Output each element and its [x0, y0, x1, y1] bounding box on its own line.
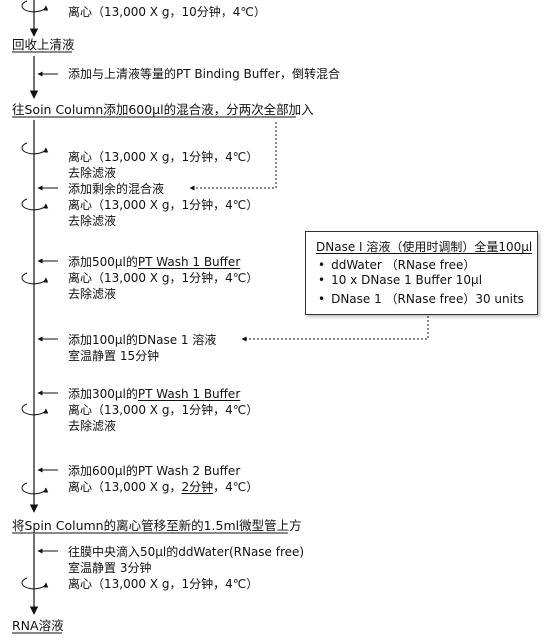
step-discard-filtrate: 去除滤液 — [68, 287, 117, 301]
wash1-500-prefix: 添加500μl的 — [68, 255, 138, 269]
step-centrifuge: 离心（13,000 X g，1分钟，4℃） — [68, 198, 259, 212]
centrifuge-loop-icon — [21, 0, 49, 13]
wash1-300-buffer-name: PT Wash 1 Buffer — [137, 387, 241, 401]
dnase-box-item: DNase 1 （RNase free）30 units — [318, 290, 524, 307]
step-add-ddwater: 往膜中央滴入50μl的ddWater(RNase free) — [68, 545, 305, 559]
step-add-wash1-300: 添加300μl的PT Wash 1 Buffer — [68, 386, 240, 402]
centrifuge-loop-icon — [21, 403, 49, 416]
step-discard-filtrate: 去除滤液 — [68, 166, 117, 180]
wash1-500-buffer-name: PT Wash 1 Buffer — [137, 255, 241, 269]
step-centrifuge-10min: 离心（13,000 X g，10分钟，4℃） — [68, 5, 266, 19]
centrifuge-loop-icon — [21, 198, 49, 211]
step-transfer-column: 将Spin Column的离心管移至新的1.5ml微型管上方 — [12, 518, 302, 533]
centrifuge-loop-icon — [21, 272, 49, 285]
step-discard-filtrate: 去除滤液 — [68, 214, 117, 228]
centrifuge-loop-icon — [21, 577, 49, 590]
dnase-box-item: ddWater （RNase free） — [318, 256, 475, 273]
step-centrifuge: 离心（13,000 X g，1分钟，4℃） — [68, 403, 259, 417]
step-load-column: 往Soin Column添加600μl的混合液，分两次全部加入 — [12, 102, 314, 117]
step-centrifuge: 离心（13,000 X g，1分钟，4℃） — [68, 271, 259, 285]
step-add-wash2: 添加600μl的PT Wash 2 Buffer — [68, 464, 241, 478]
centrifuge-2min-prefix: 离心（13,000 X g， — [68, 480, 182, 494]
centrifuge-loop-icon — [21, 482, 49, 495]
centrifuge-loop-icon — [21, 142, 49, 155]
step-add-wash1-500: 添加500μl的PT Wash 1 Buffer — [68, 254, 240, 270]
step-discard-filtrate: 去除滤液 — [68, 419, 117, 433]
dashed-connector-dnase — [241, 316, 429, 342]
step-centrifuge: 离心（13,000 X g，1分钟，4℃） — [68, 150, 259, 164]
dnase-box-title: DNase I 溶液（使用时调制）全量100μl — [316, 240, 533, 254]
step-rna-solution: RNA溶液 — [12, 618, 64, 633]
step-add-remaining-mix: 添加剩余的混合液 — [68, 182, 165, 196]
step-room-temp-3min: 室温静置 3分钟 — [68, 561, 152, 575]
dashed-connector-remaining-mix — [189, 122, 277, 191]
step-centrifuge-2min: 离心（13,000 X g，2分钟，4℃） — [68, 479, 258, 495]
step-room-temp-15min: 室温静置 15分钟 — [68, 349, 160, 363]
dnase-box-item: 10 x DNase 1 Buffer 10μl — [318, 273, 482, 287]
step-add-dnase: 添加100μl的DNase 1 溶液 — [68, 333, 217, 347]
centrifuge-2min-time: 2分钟 — [181, 480, 214, 494]
centrifuge-2min-suffix: ，4℃） — [213, 480, 259, 494]
wash1-300-prefix: 添加300μl的 — [68, 387, 138, 401]
dnase-recipe-box: DNase I 溶液（使用时调制）全量100μl ddWater （RNase … — [305, 231, 538, 315]
step-add-binding-buffer: 添加与上清液等量的PT Binding Buffer，倒转混合 — [68, 67, 340, 81]
step-recover-supernatant: 回收上清液 — [12, 37, 75, 52]
step-centrifuge: 离心（13,000 X g，1分钟，4℃） — [68, 577, 259, 591]
